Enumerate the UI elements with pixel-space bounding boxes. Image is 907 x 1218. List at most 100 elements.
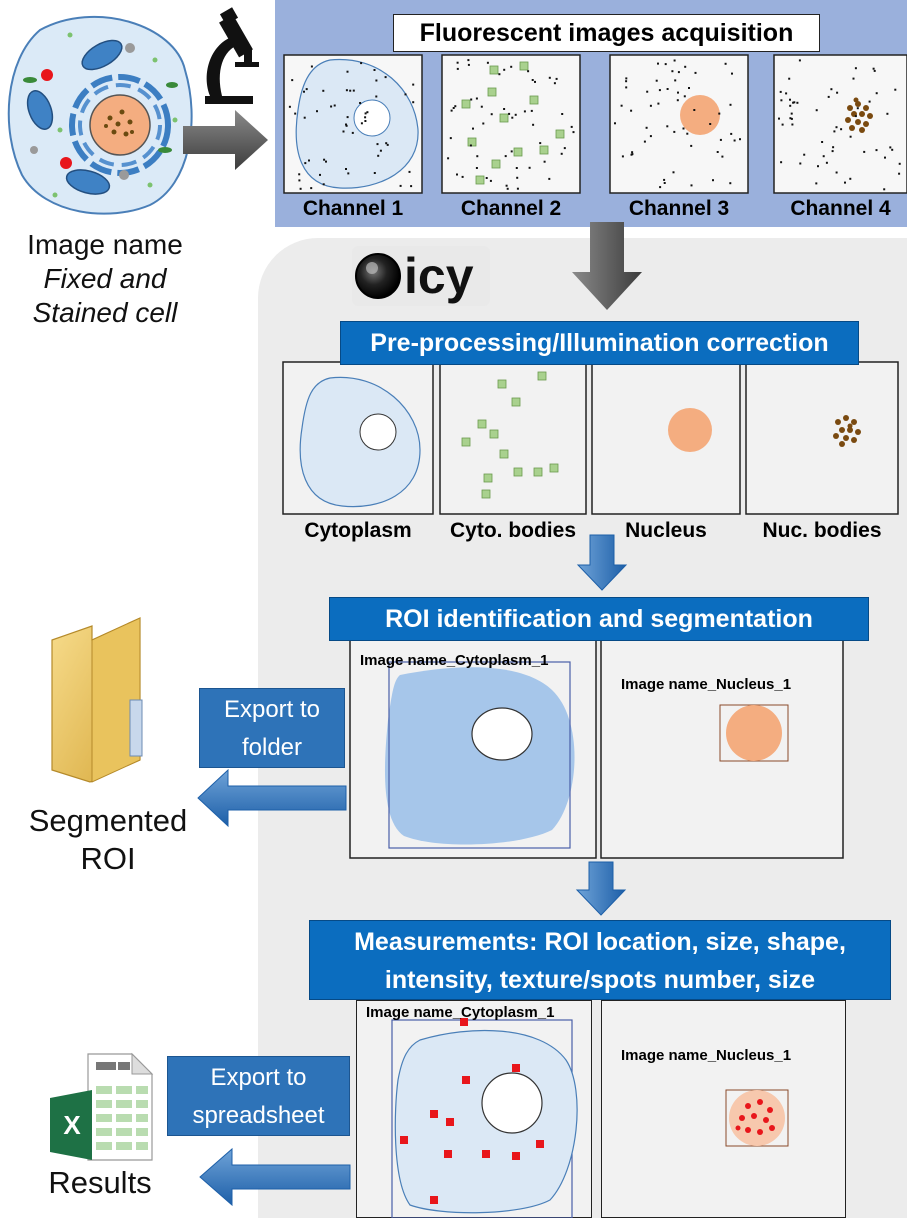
noise-dot bbox=[345, 89, 348, 92]
noise-dot bbox=[684, 65, 687, 68]
noise-dot bbox=[835, 126, 838, 129]
preprocessed-panels bbox=[282, 361, 899, 515]
noise-dot bbox=[298, 173, 301, 176]
noise-dot bbox=[690, 184, 693, 187]
noise-dot bbox=[646, 90, 649, 93]
noise-dot bbox=[404, 93, 407, 96]
export-folder-button[interactable]: Export to folder bbox=[199, 688, 345, 768]
label-nucleus: Nucleus bbox=[625, 519, 707, 542]
noise-dot bbox=[780, 161, 783, 164]
noise-dot bbox=[322, 89, 325, 92]
noise-dot bbox=[377, 154, 380, 157]
noise-dot bbox=[658, 89, 661, 92]
noise-dot bbox=[364, 120, 367, 122]
noise-dot bbox=[351, 131, 354, 134]
icy-logo-text: icy bbox=[404, 248, 474, 304]
noise-dot bbox=[831, 150, 834, 153]
channel-2-label: Channel 2 bbox=[460, 197, 562, 220]
noise-dot bbox=[690, 144, 693, 147]
icy-logo-icon bbox=[352, 246, 490, 306]
noise-dot bbox=[511, 116, 514, 119]
noise-dot bbox=[832, 146, 835, 149]
noise-dot bbox=[833, 130, 836, 133]
noise-dot bbox=[844, 181, 846, 184]
noise-dot bbox=[572, 131, 575, 134]
noise-dot bbox=[510, 150, 513, 153]
channel-1-label: Channel 1 bbox=[302, 197, 404, 220]
cell-stained-label: Stained cell bbox=[32, 297, 178, 328]
noise-dot bbox=[886, 112, 889, 115]
acquisition-title: Fluorescent images acquisition bbox=[393, 14, 820, 52]
noise-dot bbox=[739, 138, 741, 141]
channel-panels bbox=[283, 54, 907, 194]
noise-dot bbox=[450, 109, 453, 112]
export-spreadsheet-button[interactable]: Export to spreadsheet bbox=[167, 1056, 350, 1136]
noise-dot bbox=[299, 187, 302, 190]
noise-dot bbox=[789, 104, 792, 107]
measure-cyto-label: Image name_Cytoplasm_1 bbox=[366, 1004, 555, 1021]
noise-dot bbox=[649, 104, 652, 107]
noise-dot bbox=[523, 110, 526, 113]
noise-dot bbox=[664, 63, 667, 66]
noise-dot bbox=[849, 135, 852, 138]
noise-dot bbox=[376, 143, 379, 146]
noise-dot bbox=[333, 104, 336, 107]
noise-dot bbox=[716, 151, 719, 153]
noise-dot bbox=[472, 127, 474, 130]
noise-dot bbox=[548, 177, 551, 180]
noise-dot bbox=[724, 62, 727, 65]
noise-dot bbox=[305, 88, 308, 91]
noise-dot bbox=[721, 155, 724, 158]
noise-dot bbox=[868, 100, 871, 103]
noise-dot bbox=[815, 109, 818, 112]
noise-dot bbox=[682, 127, 685, 130]
noise-dot bbox=[508, 112, 511, 115]
noise-dot bbox=[898, 162, 901, 165]
export-sheet-line1: Export to bbox=[210, 1064, 307, 1091]
noise-dot bbox=[798, 59, 801, 62]
measure-nuc-label: Image name_Nucleus_1 bbox=[621, 1047, 792, 1064]
segmented-line1: Segmented bbox=[28, 803, 188, 838]
noise-dot bbox=[480, 105, 483, 108]
noise-dot bbox=[852, 77, 855, 80]
noise-dot bbox=[683, 95, 686, 98]
noise-dot bbox=[796, 101, 799, 104]
noise-dot bbox=[342, 130, 345, 133]
noise-dot bbox=[625, 86, 628, 89]
noise-dot bbox=[830, 88, 833, 91]
noise-dot bbox=[789, 98, 791, 101]
noise-dot bbox=[352, 89, 355, 92]
label-cyto-bodies: Cyto. bodies bbox=[449, 519, 576, 542]
noise-dot bbox=[555, 77, 558, 80]
noise-dot bbox=[310, 187, 313, 190]
noise-dot bbox=[854, 67, 857, 70]
noise-dot bbox=[666, 125, 669, 128]
noise-dot bbox=[294, 112, 297, 115]
noise-dot bbox=[659, 186, 662, 189]
noise-dot bbox=[649, 135, 652, 138]
noise-dot bbox=[360, 122, 363, 125]
segmented-roi-label: Segmented ROI bbox=[18, 802, 198, 878]
noise-dot bbox=[560, 152, 563, 155]
noise-dot bbox=[412, 101, 415, 104]
noise-dot bbox=[364, 112, 367, 115]
noise-dot bbox=[467, 59, 470, 62]
noise-dot bbox=[412, 83, 415, 86]
noise-dot bbox=[733, 139, 736, 142]
noise-dot bbox=[531, 79, 534, 81]
label-cytoplasm: Cytoplasm bbox=[304, 519, 412, 542]
cell-name-label: Image name bbox=[27, 229, 183, 260]
noise-dot bbox=[676, 99, 679, 102]
export-folder-line1: Export to bbox=[223, 696, 321, 723]
noise-dot bbox=[456, 67, 459, 70]
noise-dot bbox=[788, 77, 791, 80]
noise-dot bbox=[291, 79, 294, 82]
measure-cyto-panel bbox=[356, 1000, 592, 1218]
measure-nuc-panel bbox=[601, 1000, 846, 1218]
noise-dot bbox=[322, 183, 325, 186]
noise-dot bbox=[677, 91, 679, 94]
noise-dot bbox=[510, 65, 513, 68]
noise-dot bbox=[379, 149, 382, 152]
noise-dot bbox=[530, 109, 533, 112]
noise-dot bbox=[645, 126, 648, 129]
